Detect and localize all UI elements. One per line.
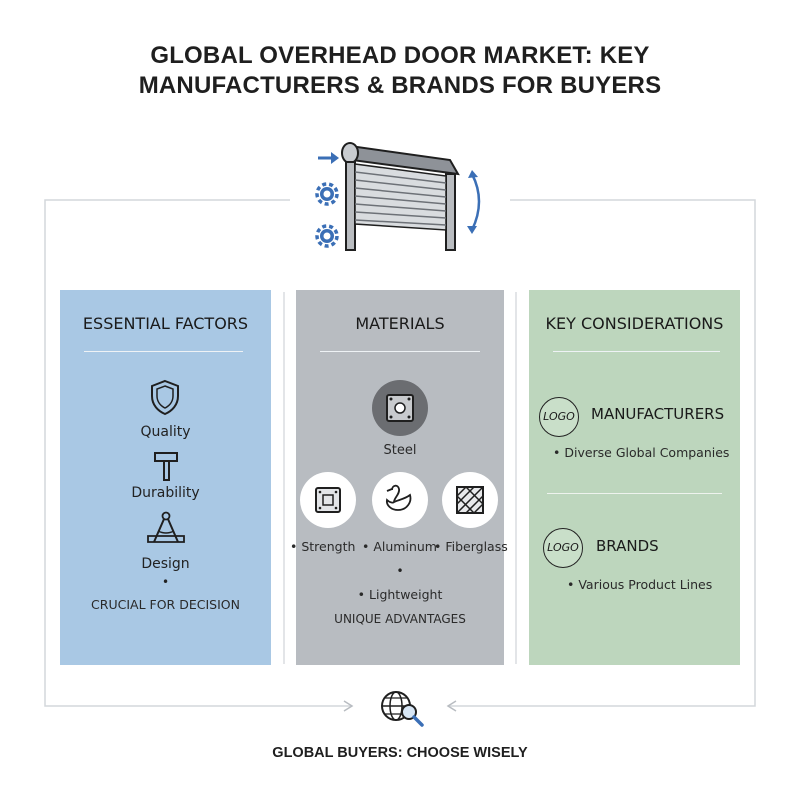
lightweight-label: • Lightweight xyxy=(357,587,443,602)
page-title-line-1: GLOBAL OVERHEAD DOOR MARKET: KEY xyxy=(150,42,650,69)
bullet-dot: • xyxy=(396,564,404,578)
unique-advantages-note: UNIQUE ADVANTAGES xyxy=(334,612,466,626)
arrow-right-icon xyxy=(318,152,339,164)
globe-search-icon xyxy=(378,688,426,730)
fiberglass-weave-icon xyxy=(442,472,498,528)
brands-heading: BRANDS xyxy=(596,537,659,555)
essential-factors-heading: ESSENTIAL FACTORS xyxy=(82,314,249,333)
shield-icon xyxy=(151,379,179,416)
gear-icon xyxy=(315,224,339,248)
materials-heading: MATERIALS xyxy=(355,314,445,333)
brands-detail: • Various Product Lines xyxy=(567,577,713,592)
key-considerations-panel: KEY CONSIDERATIONS LOGO MANUFACTURERS • … xyxy=(529,290,740,665)
brand-logo-placeholder: LOGO xyxy=(543,528,583,568)
key-considerations-heading: KEY CONSIDERATIONS xyxy=(545,314,724,333)
fiberglass-label: • Fiberglass xyxy=(434,539,508,554)
gear-icon xyxy=(315,182,339,206)
essential-factors-panel: ESSENTIAL FACTORS Quality Durability Des… xyxy=(60,290,271,665)
design-label: Design xyxy=(141,556,190,572)
hammer-icon xyxy=(154,452,178,481)
strength-label: • Strength xyxy=(290,539,356,554)
manufacturer-logo-placeholder: LOGO xyxy=(539,397,579,437)
steel-plate-icon xyxy=(300,472,356,528)
bullet-dot: • xyxy=(161,575,170,589)
steel-plate-icon xyxy=(372,380,428,436)
materials-panel: MATERIALS Steel xyxy=(290,290,508,665)
divider xyxy=(547,493,722,494)
swan-icon xyxy=(372,472,428,528)
manufacturers-detail: • Diverse Global Companies xyxy=(553,445,730,460)
aluminum-label: • Aluminum xyxy=(362,539,437,554)
divider xyxy=(84,351,243,352)
steel-label: Steel xyxy=(383,443,417,458)
page-title-line-2: MANUFACTURERS & BRANDS FOR BUYERS xyxy=(138,72,662,99)
divider xyxy=(320,351,480,352)
divider xyxy=(553,351,720,352)
up-down-arrow-icon xyxy=(467,170,481,234)
drafting-compass-icon xyxy=(147,511,185,543)
rolling-door-illustration xyxy=(300,126,500,266)
crucial-for-decision-note: CRUCIAL FOR DECISION xyxy=(91,597,240,612)
durability-label: Durability xyxy=(131,485,200,501)
quality-label: Quality xyxy=(140,424,191,440)
manufacturers-heading: MANUFACTURERS xyxy=(591,405,725,423)
footer-tagline: GLOBAL BUYERS: CHOOSE WISELY xyxy=(272,745,528,761)
